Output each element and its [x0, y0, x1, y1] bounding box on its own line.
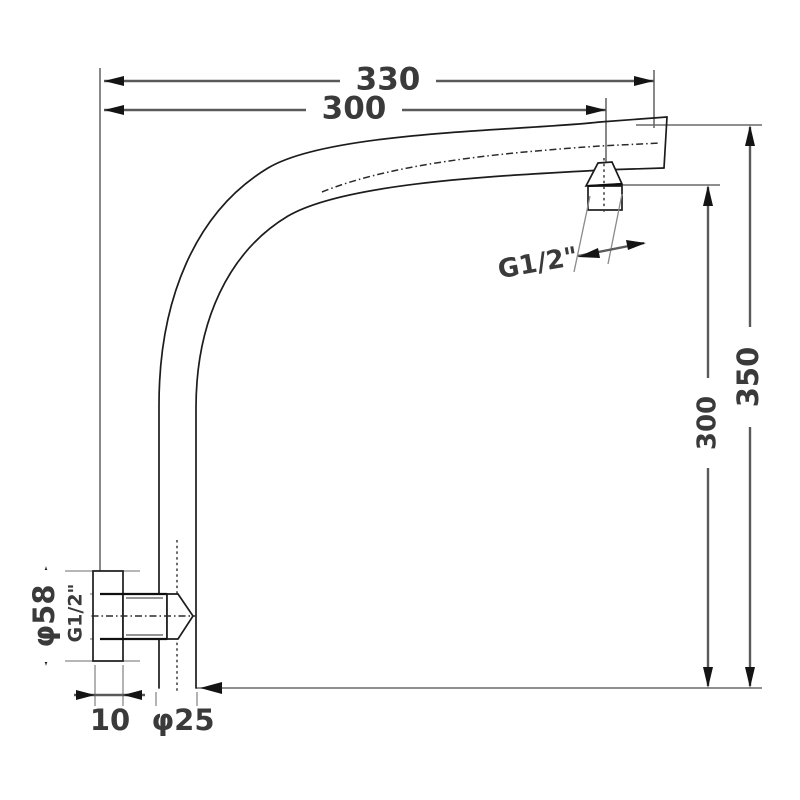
dimension-300-vertical: 300	[690, 185, 726, 688]
dimension-350: 350	[731, 125, 769, 688]
dimension-tube-diameter: φ25	[151, 682, 222, 737]
dim-350-arrow-bottom	[745, 667, 755, 688]
outlet-nozzle	[584, 158, 624, 214]
dim-350-label: 350	[731, 347, 765, 408]
dimension-inlet-thread: G1/2"	[63, 578, 90, 648]
outlet-nozzle-body	[587, 185, 623, 211]
dim-10-arrow-left	[76, 690, 95, 700]
dim-10-arrow-right	[123, 690, 142, 700]
arm-outer-profile	[158, 116, 668, 689]
dim-300-horizontal-label: 300	[322, 91, 387, 127]
outlet-nozzle-shoulder	[587, 182, 623, 188]
dim-300-vertical-label: 300	[693, 396, 723, 450]
dim-10-label: 10	[90, 703, 130, 737]
arm-end-cap-line	[663, 116, 668, 169]
dim-330-arrow-left	[104, 76, 124, 86]
ext-line-outlet-right	[607, 193, 623, 265]
dim-350-text-mask	[731, 327, 769, 427]
dim-300h-arrow-left	[104, 105, 124, 115]
wall-mount-assembly	[48, 570, 196, 662]
dim-330-label: 330	[356, 62, 421, 98]
arm-centreline	[321, 142, 661, 193]
dim-300h-arrow-right	[586, 105, 606, 115]
dim-300v-text-mask	[690, 378, 726, 468]
dim-phi25-label: φ25	[151, 703, 214, 737]
dim-phi58-label: φ58	[27, 584, 61, 647]
dim-outlet-thread-label: G1/2"	[496, 242, 581, 286]
ext-line-outlet-left	[573, 195, 591, 273]
dim-inlet-text-mask	[63, 578, 90, 648]
arm-inner-profile	[195, 167, 665, 689]
dimension-flange-thickness: 10	[74, 690, 145, 737]
dim-phi25-arrow	[200, 682, 222, 694]
dim-inlet-thread-label: G1/2"	[65, 584, 87, 643]
dimension-phi58: φ58	[27, 566, 65, 666]
dim-phi58-text-mask	[27, 570, 65, 662]
product-geometry	[48, 116, 668, 692]
dim-300h-text-mask	[306, 92, 402, 130]
dim-300v-arrow-bottom	[703, 667, 713, 688]
dimension-300-horizontal: 300	[104, 91, 606, 130]
extension-lines	[36, 68, 762, 706]
dim-outlet-arrow-left	[578, 248, 600, 258]
dim-outlet-arrow-right	[626, 240, 646, 250]
dim-350-arrow-top	[745, 125, 755, 146]
dimension-outlet-thread: G1/2"	[496, 193, 646, 286]
dim-300v-arrow-top	[703, 185, 713, 206]
dim-330-arrow-right	[634, 76, 654, 86]
